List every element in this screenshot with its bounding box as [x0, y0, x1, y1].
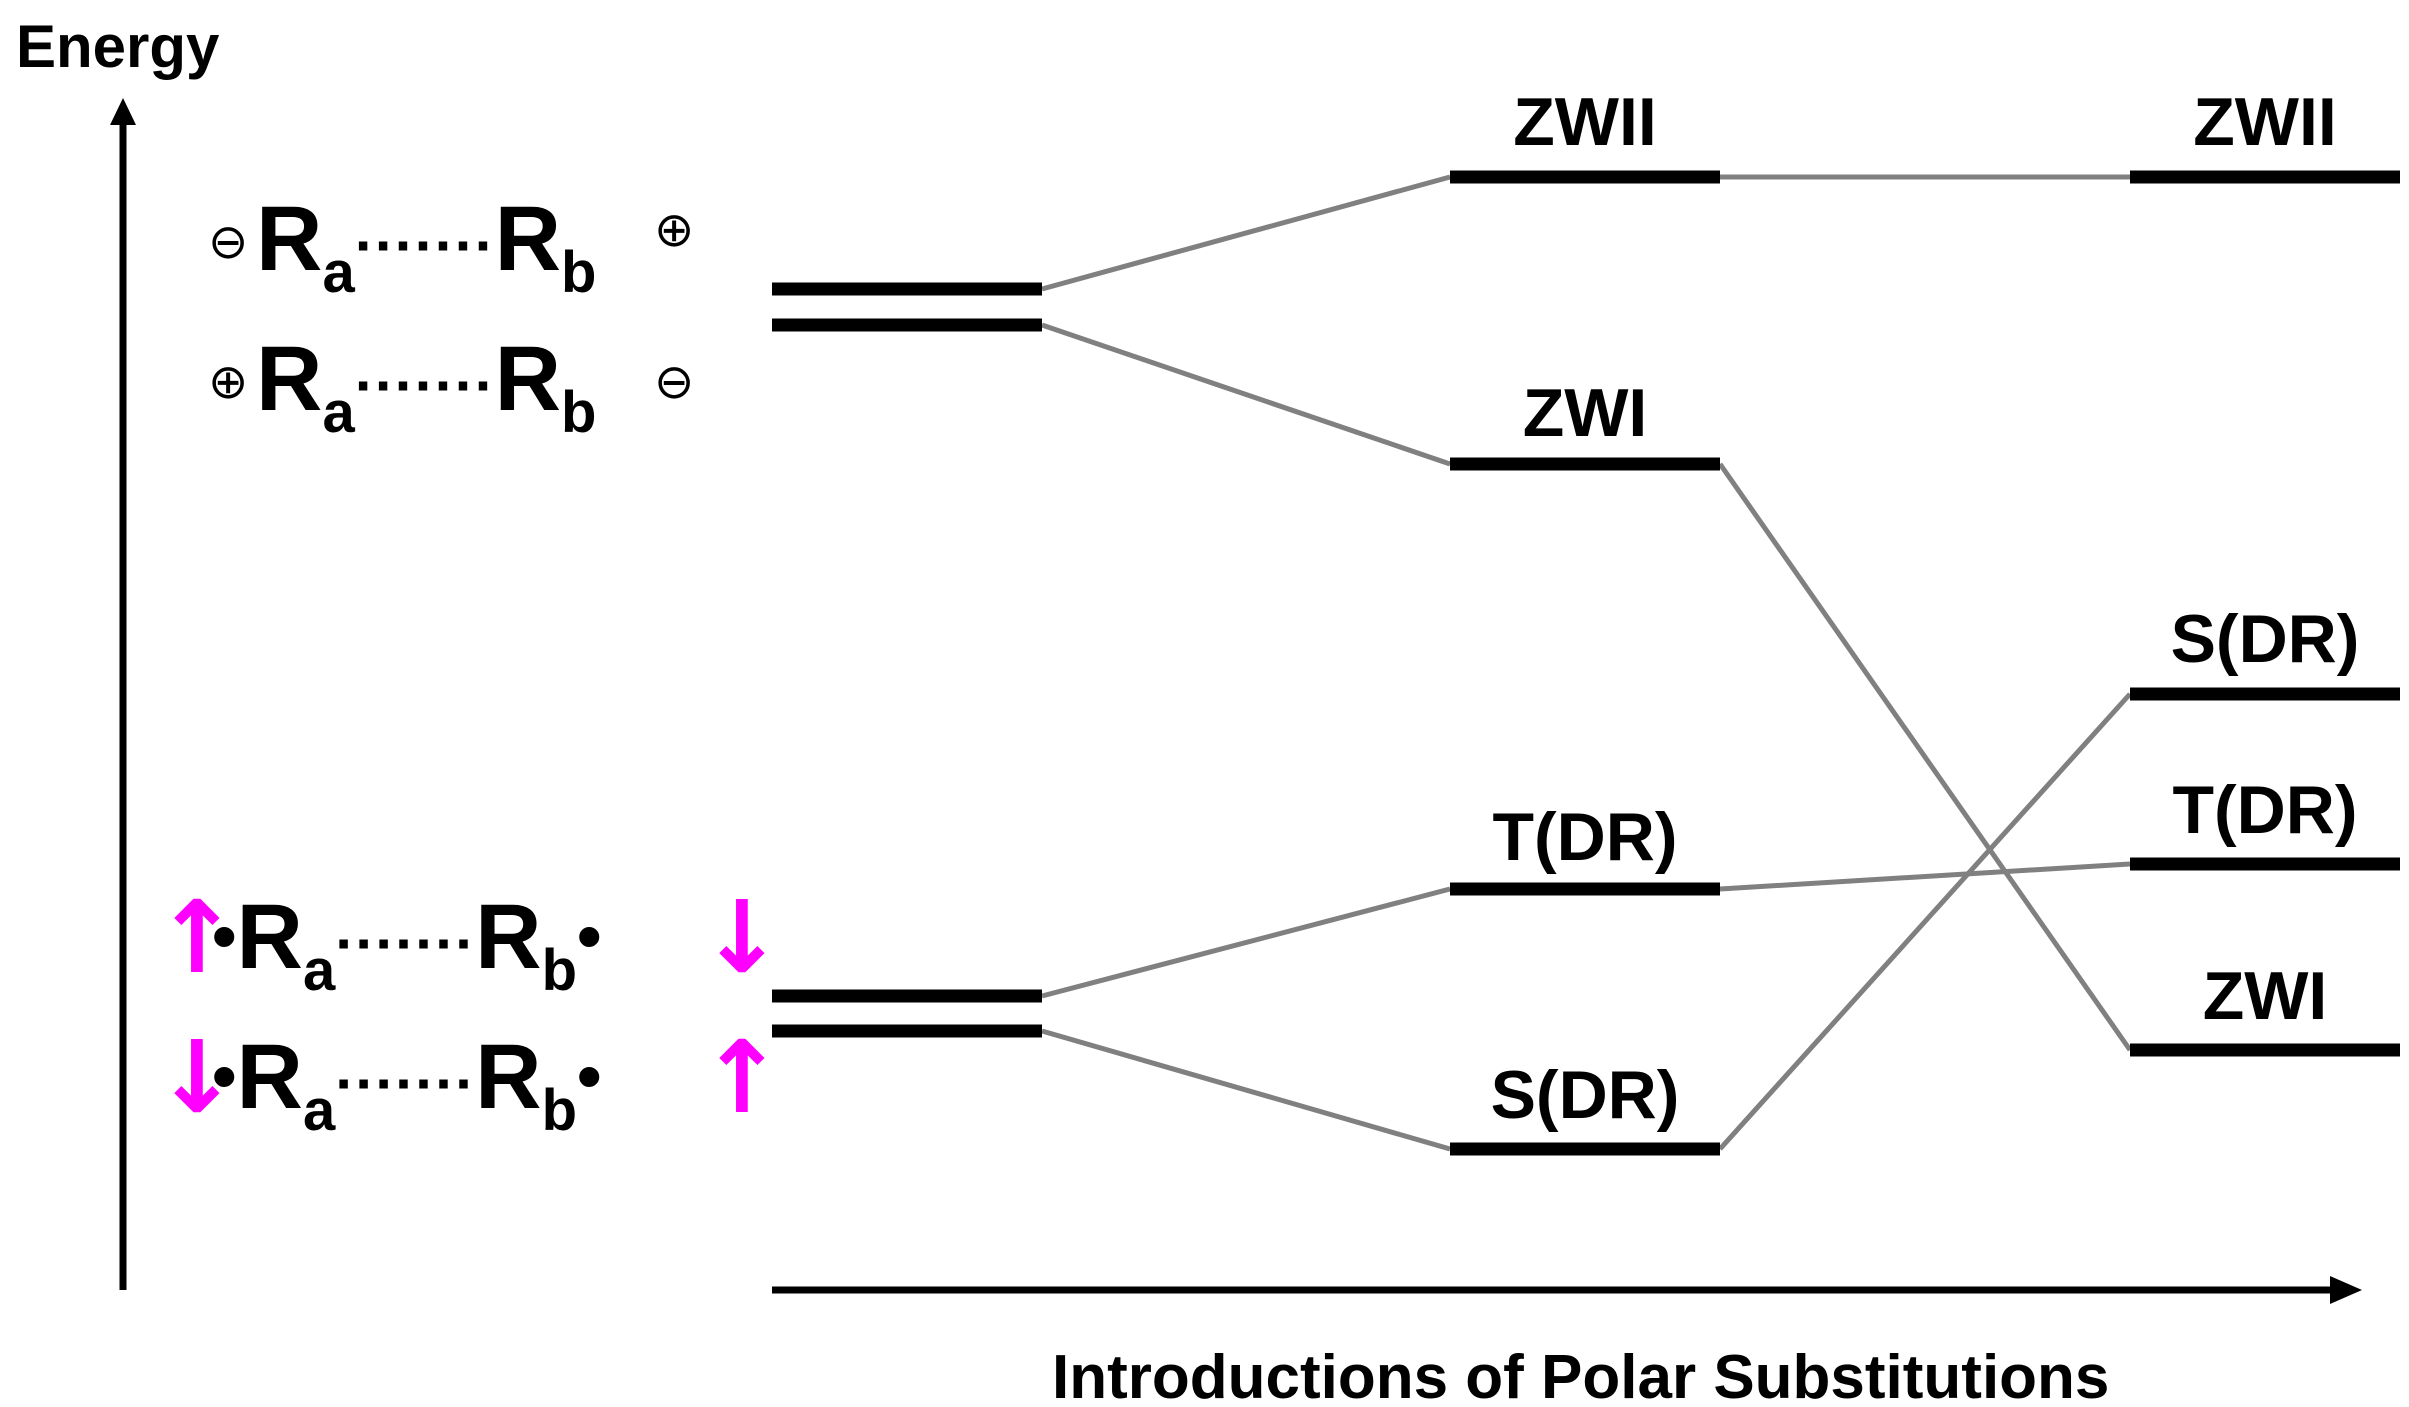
interaction-dots: ······· — [335, 910, 475, 977]
svg-text:•Ra·······Rb•: •Ra·······Rb• — [212, 886, 602, 1003]
svg-text:•Ra·······Rb•: •Ra·······Rb• — [212, 1026, 602, 1143]
connector-zwi-to-zwi — [1717, 462, 2133, 1052]
energy-axis-label: Energy — [16, 13, 220, 80]
connector-tdr-to-tdr — [1719, 861, 2131, 892]
radical-b-subscript: b — [542, 938, 577, 1003]
label-middle-zwi: ZWI — [1523, 375, 1648, 451]
label-right-sdr: S(DR) — [2171, 601, 2360, 677]
radical-a-subscript: a — [303, 938, 336, 1003]
positive-charge-icon: ⊕ — [654, 202, 694, 258]
radical-a-subscript: a — [322, 240, 355, 305]
spin-down-arrow-icon: ↓ — [155, 1019, 239, 1136]
connector-dr-lower-to-sdr — [1041, 1028, 1451, 1152]
label-right-zwi: ZWI — [2203, 958, 2328, 1034]
zwitterion-config-1: ⊖ Ra·······Rb ⊕ — [208, 188, 694, 305]
radical-a-label: R — [256, 188, 322, 290]
connector-lines — [1041, 174, 2133, 1152]
label-right-tdr: T(DR) — [2172, 772, 2357, 848]
energy-levels — [772, 170, 2400, 1156]
interaction-dots: ······· — [355, 212, 495, 279]
radical-b-label: R — [495, 328, 561, 430]
radical-dot-left: • — [212, 897, 237, 975]
connector-sdr-to-sdr — [1718, 692, 2132, 1151]
zwitterion-config-2: ⊕ Ra·······Rb ⊖ — [208, 328, 694, 445]
label-middle-sdr: S(DR) — [1491, 1057, 1680, 1133]
radical-a-label: R — [237, 1026, 303, 1128]
label-right-zwii: ZWII — [2193, 84, 2337, 160]
label-middle-tdr: T(DR) — [1492, 799, 1677, 875]
radical-dot-right: • — [577, 1037, 602, 1115]
diradical-config-1: ↑ •Ra·······Rb• ↓ — [155, 879, 784, 1003]
radical-dot-right: • — [577, 897, 602, 975]
radical-b-subscript: b — [561, 240, 596, 305]
radical-b-label: R — [475, 1026, 541, 1128]
radical-dot-left: • — [212, 1037, 237, 1115]
negative-charge-icon: ⊖ — [654, 354, 694, 410]
radical-a-subscript: a — [303, 1078, 336, 1143]
svg-text:Ra·······Rb: Ra·······Rb — [256, 328, 596, 445]
radical-b-label: R — [475, 886, 541, 988]
spin-up-arrow-icon: ↑ — [155, 879, 239, 996]
polar-substitution-axis-label: Introductions of Polar Substitutions — [1052, 1343, 2109, 1407]
svg-text:Ra·······Rb: Ra·······Rb — [256, 188, 596, 305]
interaction-dots: ······· — [335, 1050, 475, 1117]
polar-substitution-axis — [772, 1276, 2362, 1304]
radical-a-label: R — [237, 886, 303, 988]
connector-zw-upper-to-zwii — [1041, 174, 1451, 292]
radical-b-label: R — [495, 188, 561, 290]
connector-zw-lower-to-zwi — [1041, 322, 1451, 467]
energy-axis — [110, 98, 136, 1290]
connector-dr-upper-to-tdr — [1041, 886, 1451, 999]
positive-charge-icon: ⊕ — [208, 354, 248, 410]
radical-b-subscript: b — [561, 380, 596, 445]
radical-b-subscript: b — [542, 1078, 577, 1143]
interaction-dots: ······· — [355, 352, 495, 419]
spin-up-arrow-icon: ↑ — [700, 1019, 784, 1136]
radical-a-subscript: a — [322, 380, 355, 445]
spin-down-arrow-icon: ↓ — [700, 879, 784, 996]
radical-a-label: R — [256, 328, 322, 430]
diradical-config-2: ↓ •Ra·······Rb• ↑ — [155, 1019, 784, 1143]
negative-charge-icon: ⊖ — [208, 214, 248, 270]
label-middle-zwii: ZWII — [1513, 84, 1657, 160]
